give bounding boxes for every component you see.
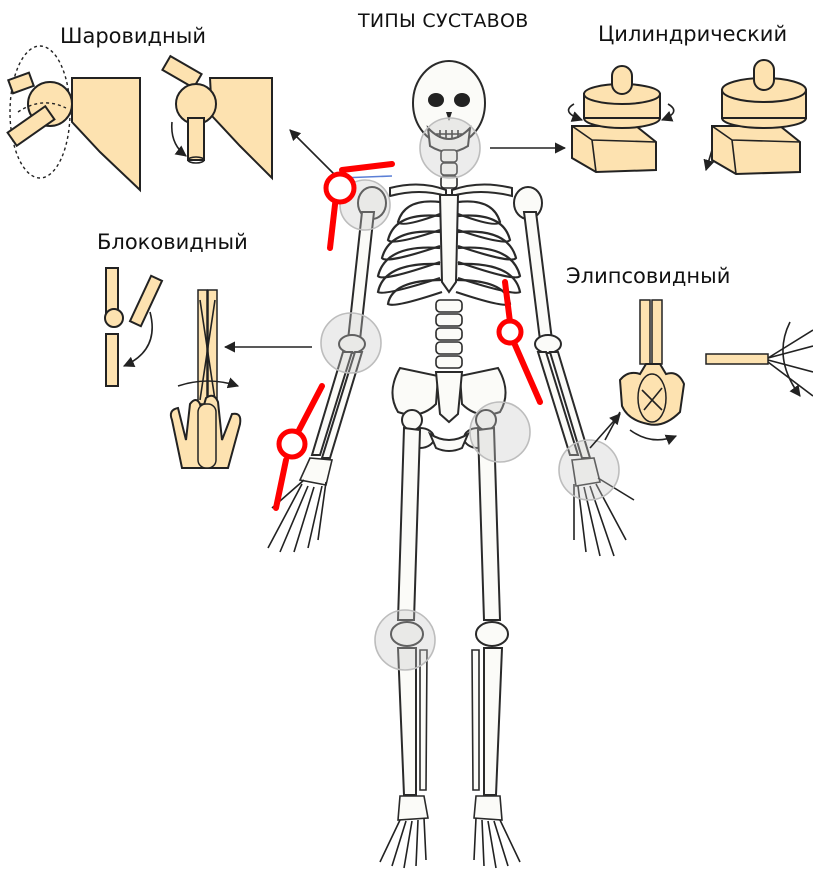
right-leg: [472, 410, 520, 868]
right-humerus: [524, 212, 552, 340]
forearm-red-line-top: [298, 386, 322, 432]
right-fibula: [472, 650, 479, 790]
ellipsoid-joint-label: Элипсовидный: [566, 266, 730, 287]
rib-cage: [378, 195, 520, 305]
shoulder-red-marker: [326, 174, 354, 202]
hinge-joint-model-2: [171, 290, 240, 468]
sternum: [440, 195, 458, 292]
hinge-joint-label: Блоковидный: [97, 232, 248, 253]
knee-joint-highlight: [375, 610, 435, 670]
figure-title: ТИПЫ СУСТАВОВ: [358, 12, 529, 31]
cylindrical-joint-model-1: [569, 66, 674, 172]
left-foot: [380, 796, 428, 868]
right-tibia: [484, 648, 502, 795]
shoulder-red-line-down: [330, 196, 336, 248]
ellipsoid-joint-model-2: [706, 322, 813, 396]
ball-joint-model-2: [162, 56, 272, 178]
left-arm: [268, 212, 374, 552]
neck-joint-highlight: [420, 118, 480, 178]
ellipsoid-joint-model-1: [620, 300, 684, 440]
left-clavicle: [390, 184, 446, 196]
hip-joint-highlight: [470, 402, 530, 462]
shoulder-red-line-top: [342, 164, 392, 170]
wrist-joint-highlight: [559, 440, 619, 500]
cylindrical-joint-model-2: [706, 60, 806, 174]
elbow-joint-highlight: [321, 313, 381, 373]
right-clavicle: [452, 184, 512, 196]
right-foot: [474, 796, 520, 868]
ball-joint-model-1: [8, 46, 140, 190]
ball-joint-label: Шаровидный: [60, 26, 206, 47]
trunk-red-marker: [499, 321, 521, 343]
hinge-joint-model-1: [105, 268, 162, 386]
right-patella: [476, 622, 508, 646]
trunk-red-line-top: [505, 282, 510, 322]
left-fibula: [420, 650, 427, 790]
left-femur: [398, 428, 420, 620]
forearm-red-marker: [279, 431, 305, 457]
arrow-to-ellipsoid: [590, 414, 620, 448]
cylindrical-joint-label: Цилиндрический: [598, 24, 787, 45]
